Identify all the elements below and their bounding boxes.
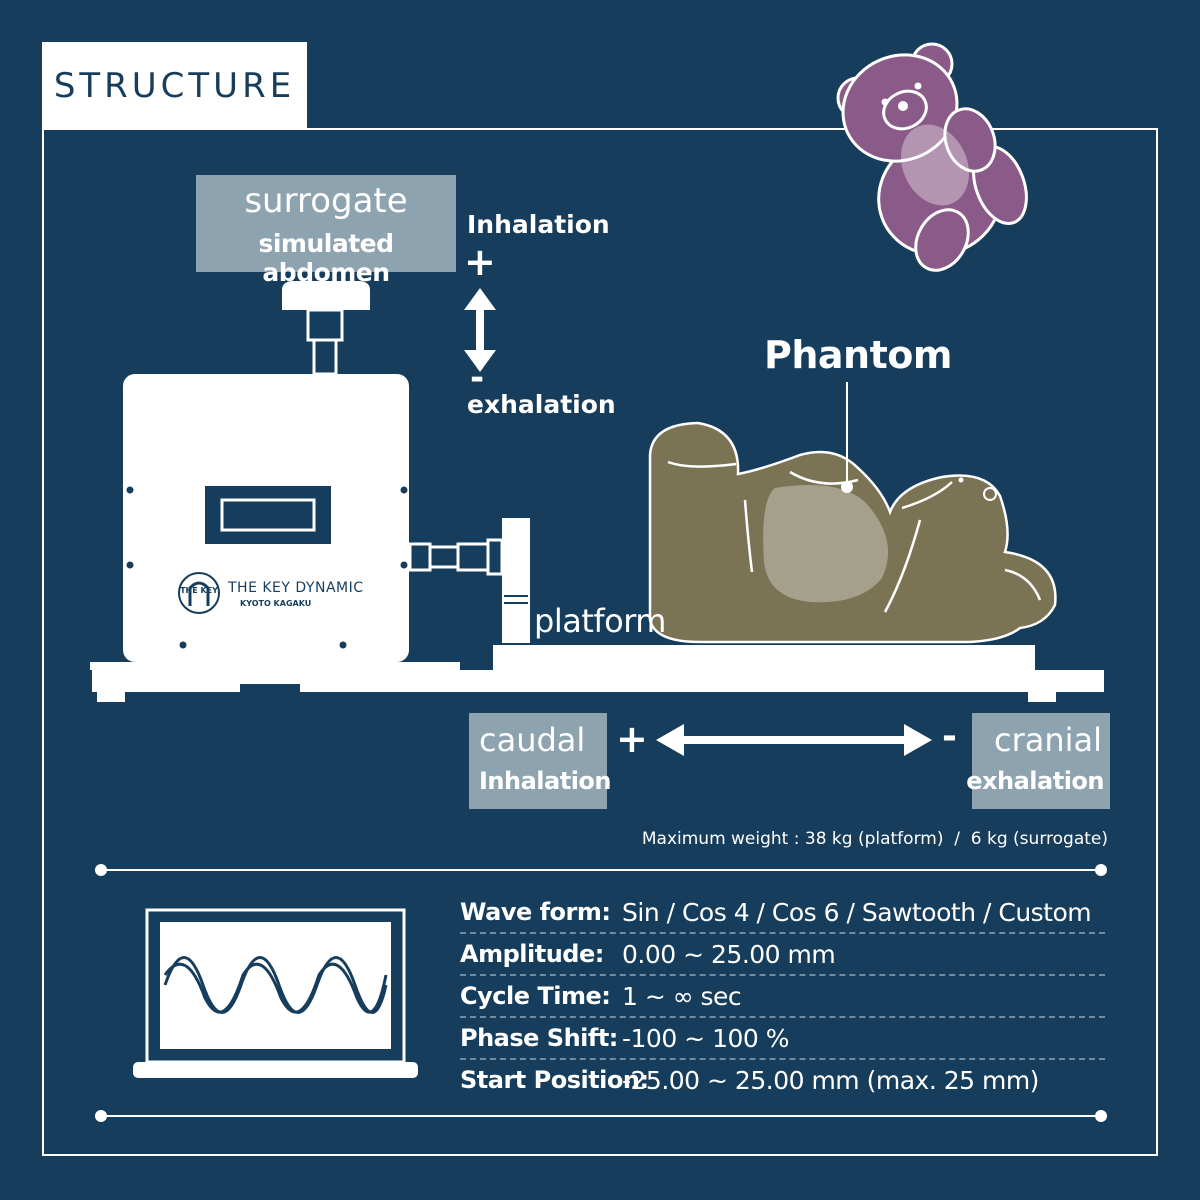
spec-label: Phase Shift:: [460, 1024, 618, 1052]
device-brand: THE KEY DYNAMIC: [228, 580, 364, 596]
surrogate-subtitle: simulated abdomen: [258, 229, 394, 287]
divider-top-dot-left: [95, 864, 107, 876]
spec-row-phase-shift: Phase Shift: -100 ~ 100 %: [460, 1018, 1105, 1060]
cranial-subtitle: exhalation: [966, 767, 1104, 795]
device-logo-text: THE KEY: [180, 586, 218, 595]
divider-bottom-dot-right: [1095, 1110, 1107, 1122]
surrogate-knob: [282, 281, 370, 376]
phantom-bear: [648, 421, 1057, 644]
spec-row-wave-form: Wave form: Sin / Cos 4 / Cos 6 / Sawtoot…: [460, 892, 1105, 934]
gummy-bear-highlight: [900, 124, 970, 206]
base-plate: [90, 645, 1104, 702]
laptop-waveform-icon: [133, 908, 418, 1078]
gummy-bear-icon: [836, 42, 1028, 272]
vertical-motion-arrow: [464, 288, 496, 372]
spec-row-cycle-time: Cycle Time: 1 ~ ∞ sec: [460, 976, 1105, 1018]
device-maker: KYOTO KAGAKU: [240, 599, 312, 608]
phantom-pointer: [841, 382, 853, 493]
caudal-title: caudal: [479, 721, 586, 759]
vertical-minus-label: exhalation: [467, 390, 616, 419]
spec-value: 0.00 ~ 25.00 mm: [622, 939, 836, 969]
divider-bottom-dot-left: [95, 1110, 107, 1122]
connector-rod: [408, 518, 530, 643]
spec-value: 1 ~ ∞ sec: [622, 981, 742, 1011]
vertical-plus-label: Inhalation: [467, 210, 610, 239]
cranial-title: cranial: [993, 721, 1102, 759]
outer-frame: [42, 128, 1158, 1156]
thekey-logo-icon: [178, 572, 220, 614]
spec-label: Amplitude:: [460, 940, 604, 968]
divider-top-dot-right: [1095, 864, 1107, 876]
spec-value: -25.00 ~ 25.00 mm (max. 25 mm): [622, 1065, 1039, 1095]
spec-value: Sin / Cos 4 / Cos 6 / Sawtooth / Custom: [622, 897, 1092, 927]
specs-table: Wave form: Sin / Cos 4 / Cos 6 / Sawtoot…: [460, 892, 1105, 1100]
device-body: [123, 374, 409, 662]
gummy-bear-face: [881, 82, 922, 111]
divider-bottom: [100, 1115, 1100, 1117]
spec-value: -100 ~ 100 %: [622, 1023, 790, 1053]
section-tab: STRUCTURE: [42, 42, 307, 130]
section-title: STRUCTURE: [53, 66, 296, 106]
horizontal-minus-sign: -: [942, 716, 957, 757]
phantom-label: Phantom: [764, 333, 952, 377]
platform-label: platform: [534, 602, 666, 640]
phantom-organ: [763, 485, 889, 603]
horizontal-motion-arrow: [656, 724, 932, 756]
surrogate-label-box: surrogate simulated abdomen: [196, 175, 456, 287]
max-weight-note: Maximum weight : 38 kg (platform) / 6 kg…: [641, 829, 1108, 849]
phantom-face: [958, 477, 997, 501]
horizontal-plus-sign: +: [616, 717, 648, 761]
spec-label: Cycle Time:: [460, 982, 611, 1010]
spec-label: Wave form:: [460, 898, 611, 926]
caudal-subtitle: Inhalation: [479, 767, 612, 795]
spec-row-amplitude: Amplitude: 0.00 ~ 25.00 mm: [460, 934, 1105, 976]
cranial-label-box: cranial exhalation: [966, 713, 1110, 809]
caudal-label-box: caudal Inhalation: [469, 713, 612, 809]
surrogate-title: surrogate: [244, 181, 408, 221]
spec-label: Start Position:: [460, 1066, 649, 1094]
spec-row-start-position: Start Position: -25.00 ~ 25.00 mm (max. …: [460, 1060, 1105, 1100]
divider-top: [100, 869, 1100, 871]
vertical-plus-sign: +: [464, 240, 496, 284]
vertical-minus-sign: -: [470, 358, 485, 398]
